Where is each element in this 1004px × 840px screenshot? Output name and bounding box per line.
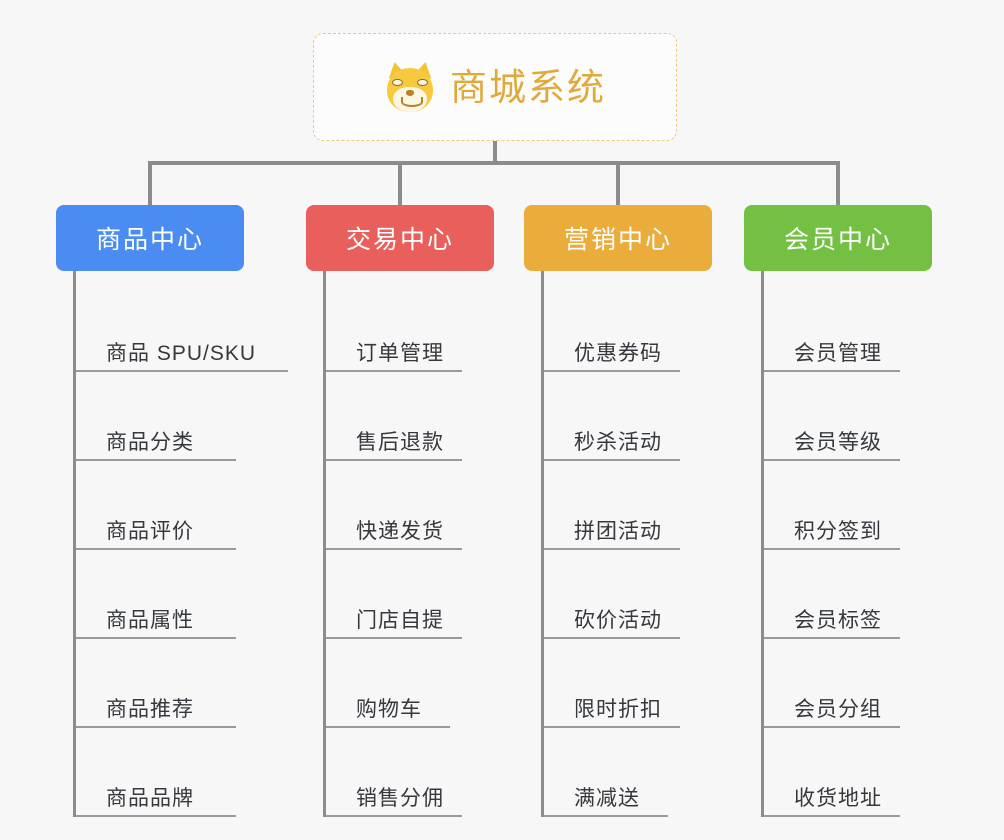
leaf-label: 商品推荐 [106,697,194,721]
leaf-item[interactable]: 会员标签 [764,550,900,639]
leaf-label: 销售分佣 [356,786,444,810]
connector-horizontal-bus [150,161,839,165]
leaf-item[interactable]: 收货地址 [764,728,900,817]
leaf-label: 秒杀活动 [574,430,662,454]
column-marketing-center: 营销中心 优惠券码 秒杀活动 拼团活动 砍价活动 限时折扣 满减送 [524,205,724,817]
leaf-label: 满减送 [574,786,640,810]
leaf-label: 购物车 [356,697,422,721]
category-label: 商品中心 [95,226,204,254]
leaf-item[interactable]: 商品 SPU/SKU [76,283,288,372]
root-title: 商城系统 [450,66,606,108]
connector-drop-member-center [836,161,840,205]
connector-trunk [493,141,497,165]
leaf-label: 商品 SPU/SKU [106,341,257,365]
leaf-label: 商品分类 [106,430,194,454]
leaf-item[interactable]: 商品分类 [76,372,236,461]
leaf-label: 限时折扣 [574,697,662,721]
column-trade-center: 交易中心 订单管理 售后退款 快递发货 门店自提 购物车 销售分佣 [306,205,506,817]
leaf-item[interactable]: 拼团活动 [544,461,680,550]
leaf-label: 会员管理 [794,341,882,365]
leaf-item[interactable]: 限时折扣 [544,639,680,728]
connector-drop-trade-center [398,161,402,205]
leaf-group-product-center: 商品 SPU/SKU 商品分类 商品评价 商品属性 商品推荐 商品品牌 [73,271,288,817]
leaf-item[interactable]: 商品推荐 [76,639,236,728]
leaf-item[interactable]: 门店自提 [326,550,462,639]
leaf-item[interactable]: 快递发货 [326,461,462,550]
leaf-label: 售后退款 [356,430,444,454]
leaf-label: 会员等级 [794,430,882,454]
leaf-group-marketing-center: 优惠券码 秒杀活动 拼团活动 砍价活动 限时折扣 满减送 [541,271,724,817]
leaf-item[interactable]: 积分签到 [764,461,900,550]
category-header-product-center[interactable]: 商品中心 [56,205,244,271]
leaf-item[interactable]: 商品属性 [76,550,236,639]
connector-drop-product-center [148,161,152,205]
leaf-label: 商品评价 [106,519,194,543]
root-node-mall-system[interactable]: 商城系统 [313,33,677,141]
leaf-label: 拼团活动 [574,519,662,543]
leaf-item[interactable]: 售后退款 [326,372,462,461]
leaf-item[interactable]: 商品评价 [76,461,236,550]
leaf-label: 优惠券码 [574,341,662,365]
leaf-label: 积分签到 [794,519,882,543]
category-label: 营销中心 [563,226,672,254]
leaf-item[interactable]: 销售分佣 [326,728,462,817]
leaf-label: 门店自提 [356,608,444,632]
leaf-label: 商品属性 [106,608,194,632]
category-header-marketing-center[interactable]: 营销中心 [524,205,712,271]
leaf-label: 快递发货 [356,519,444,543]
leaf-item[interactable]: 商品品牌 [76,728,236,817]
leaf-label: 砍价活动 [574,608,662,632]
leaf-label: 订单管理 [356,341,444,365]
leaf-item[interactable]: 会员管理 [764,283,900,372]
category-label: 会员中心 [783,226,892,254]
category-header-member-center[interactable]: 会员中心 [744,205,932,271]
leaf-item[interactable]: 秒杀活动 [544,372,680,461]
leaf-item[interactable]: 砍价活动 [544,550,680,639]
category-header-trade-center[interactable]: 交易中心 [306,205,494,271]
leaf-item[interactable]: 购物车 [326,639,450,728]
shiba-dog-icon [384,60,436,113]
leaf-item[interactable]: 会员分组 [764,639,900,728]
leaf-label: 收货地址 [794,786,882,810]
leaf-group-member-center: 会员管理 会员等级 积分签到 会员标签 会员分组 收货地址 [761,271,944,817]
leaf-item[interactable]: 优惠券码 [544,283,680,372]
connector-drop-marketing-center [616,161,620,205]
leaf-label: 会员标签 [794,608,882,632]
column-member-center: 会员中心 会员管理 会员等级 积分签到 会员标签 会员分组 收货地址 [744,205,944,817]
leaf-item[interactable]: 满减送 [544,728,668,817]
leaf-group-trade-center: 订单管理 售后退款 快递发货 门店自提 购物车 销售分佣 [323,271,506,817]
column-product-center: 商品中心 商品 SPU/SKU 商品分类 商品评价 商品属性 商品推荐 商品品牌 [56,205,288,817]
leaf-item[interactable]: 会员等级 [764,372,900,461]
leaf-item[interactable]: 订单管理 [326,283,462,372]
leaf-label: 商品品牌 [106,786,194,810]
category-label: 交易中心 [345,226,454,254]
leaf-label: 会员分组 [794,697,882,721]
